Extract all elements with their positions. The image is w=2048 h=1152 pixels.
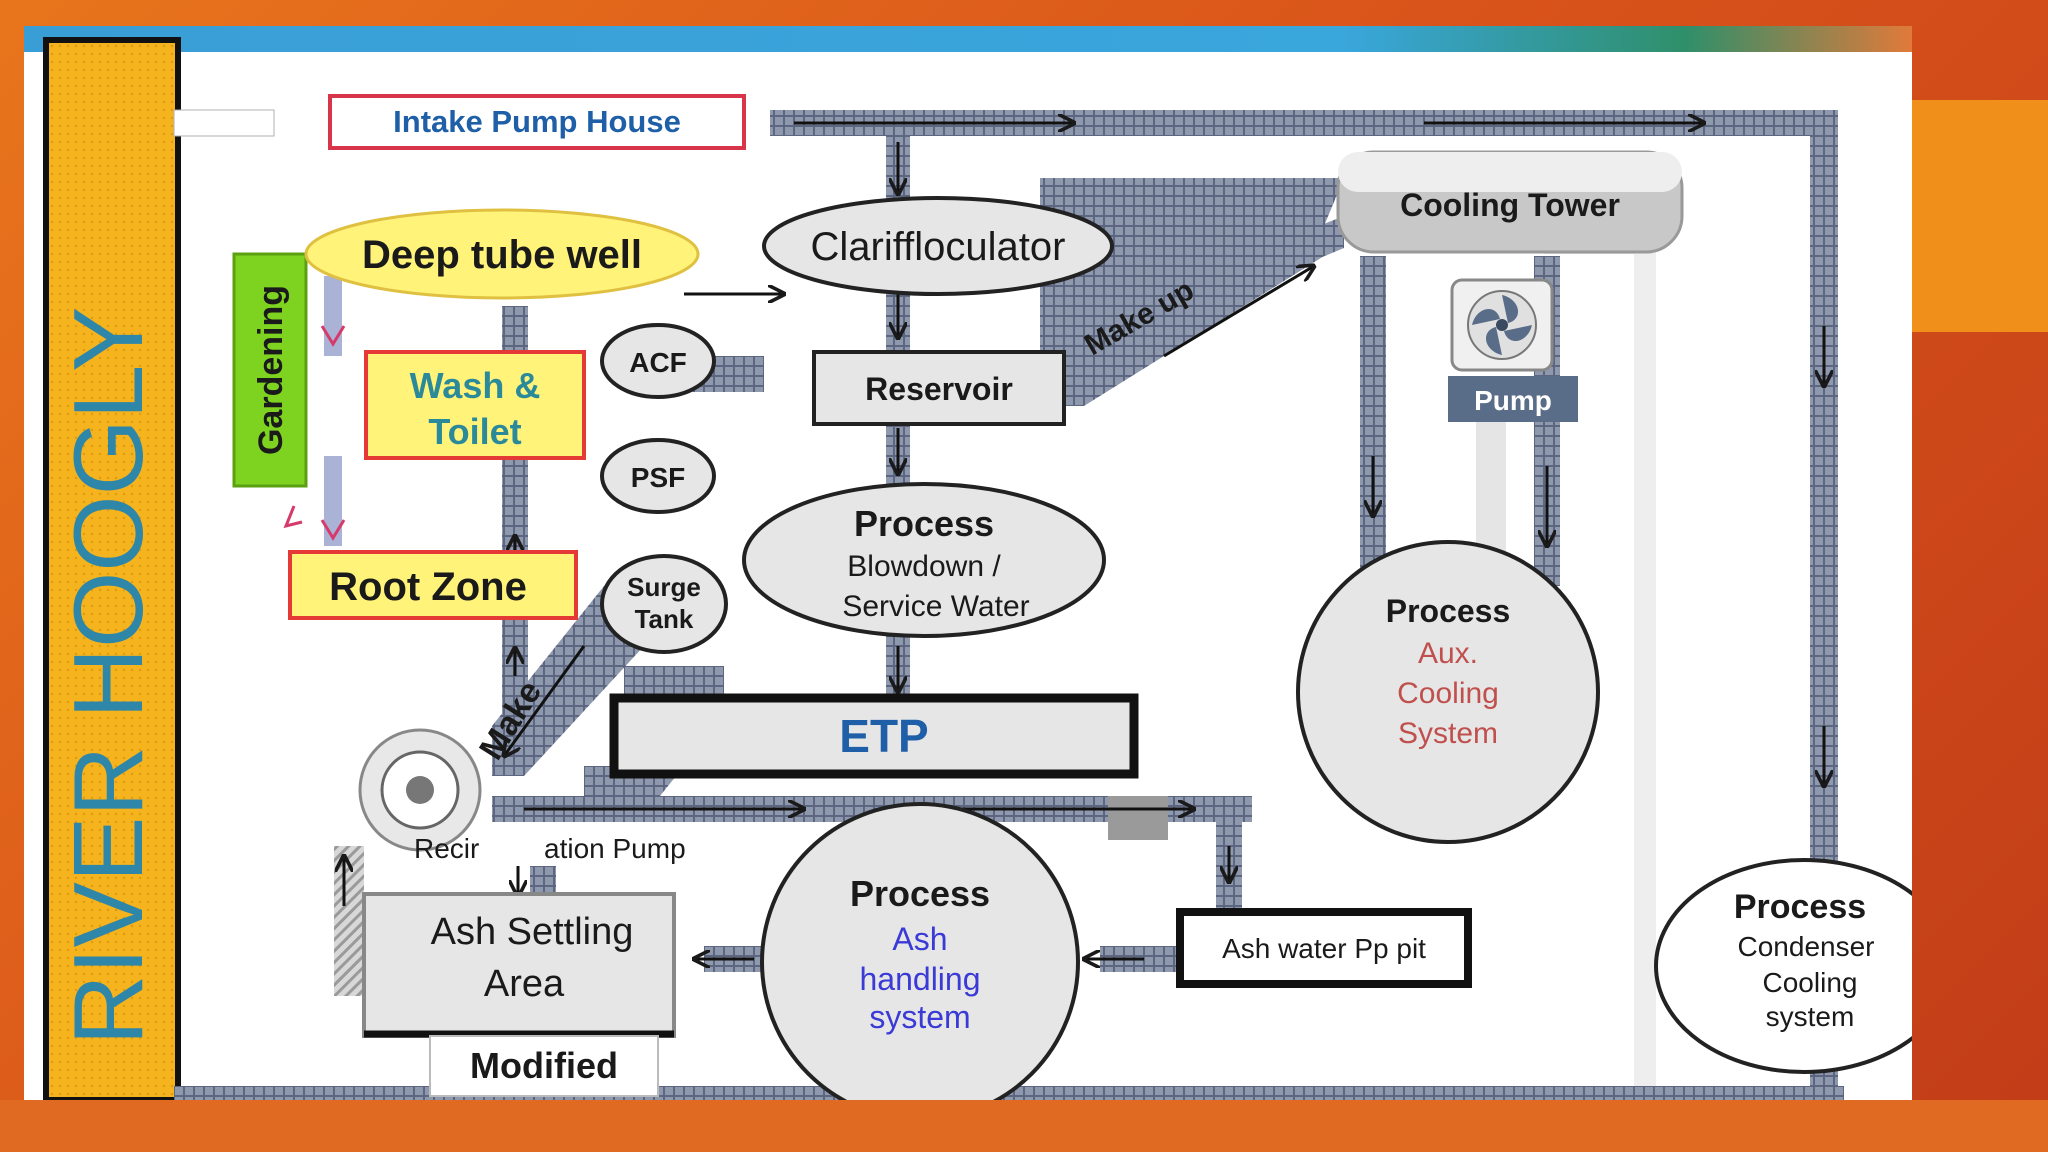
ash-settling-label-2: Area [484, 963, 565, 1005]
surge-tank-label-1: Surge [627, 572, 701, 602]
etp-label: ETP [839, 710, 928, 762]
process-blowdown-line1: Blowdown / [847, 550, 1001, 583]
reservoir-label: Reservoir [865, 371, 1013, 407]
pump-label: Pump [1474, 385, 1552, 416]
deep-tube-well-label: Deep tube well [362, 233, 642, 277]
intake-pump-house-box [328, 94, 746, 150]
clariflocculator-label: Clariffloculator [811, 225, 1066, 269]
etp-box [609, 693, 1139, 779]
deep-tube-well-node [304, 208, 700, 300]
river-label: RIVER HOOGLY [53, 307, 163, 1046]
panel-top-bar [24, 26, 1912, 52]
orange-accent-tab [1912, 100, 2048, 332]
psf-label: PSF [631, 462, 685, 493]
process-ash-handling-node [760, 802, 1080, 1100]
modified-label: Modified [470, 1045, 618, 1086]
process-aux-line3: System [1398, 717, 1498, 750]
recirculation-pump-label-right: ation Pump [544, 833, 686, 864]
ash-water-pit-label: Ash water Pp pit [1222, 933, 1426, 964]
process-aux-line1: Aux. [1418, 637, 1478, 670]
process-aux-line2: Cooling [1397, 677, 1499, 710]
cooling-tower-label: Cooling Tower [1400, 187, 1620, 223]
process-blowdown-line2: Service Water [842, 590, 1029, 623]
gardening-label: Gardening [252, 285, 290, 455]
pump-label-box [1448, 376, 1578, 422]
wash-toilet-label-1: Wash & [410, 365, 541, 406]
intake-pump-house-label: Intake Pump House [393, 104, 681, 139]
ash-water-pit-box [1176, 908, 1472, 988]
clariflocculator-node [762, 196, 1114, 296]
process-blowdown-node [742, 482, 1106, 638]
water-flow-diagram: RIVER HOOGLY [43, 37, 1912, 1100]
process-aux-title: Process [1386, 593, 1511, 629]
surge-tank-node [600, 554, 728, 654]
process-condenser-line1: Condenser [1738, 931, 1875, 962]
process-ash-line2: handling [860, 961, 981, 997]
impeller-icon [1467, 290, 1537, 360]
surge-tank-label-2: Tank [635, 604, 694, 634]
acf-label: ACF [629, 347, 687, 378]
ash-settling-area-box [362, 892, 676, 1038]
psf-node [600, 438, 716, 514]
diagram-panel: RIVER HOOGLY [24, 26, 1912, 1100]
process-aux-cooling-node [1296, 540, 1600, 844]
acf-node [600, 323, 716, 399]
process-ash-title: Process [850, 873, 990, 914]
modified-box [429, 1035, 659, 1097]
root-zone-label: Root Zone [329, 565, 527, 609]
wash-toilet-box [364, 350, 586, 460]
process-ash-line3: system [869, 999, 970, 1035]
root-zone-box [288, 550, 578, 620]
reservoir-box [812, 350, 1066, 426]
process-condenser-title: Process [1734, 888, 1866, 926]
process-condenser-cooling-node [1654, 858, 1912, 1074]
bottom-band [0, 1100, 2048, 1152]
process-blowdown-title: Process [854, 503, 994, 544]
river-hoogly-band [43, 37, 181, 1100]
process-condenser-line3: system [1766, 1001, 1855, 1032]
recirculation-pump-label-left: Recir [414, 833, 479, 864]
ash-settling-label-1: Ash Settling [431, 911, 634, 953]
process-ash-line1: Ash [892, 921, 947, 957]
wash-toilet-label-2: Toilet [428, 411, 521, 452]
process-condenser-line2: Cooling [1763, 967, 1858, 998]
pink-arrows [283, 325, 346, 541]
gardening-box [232, 252, 308, 488]
